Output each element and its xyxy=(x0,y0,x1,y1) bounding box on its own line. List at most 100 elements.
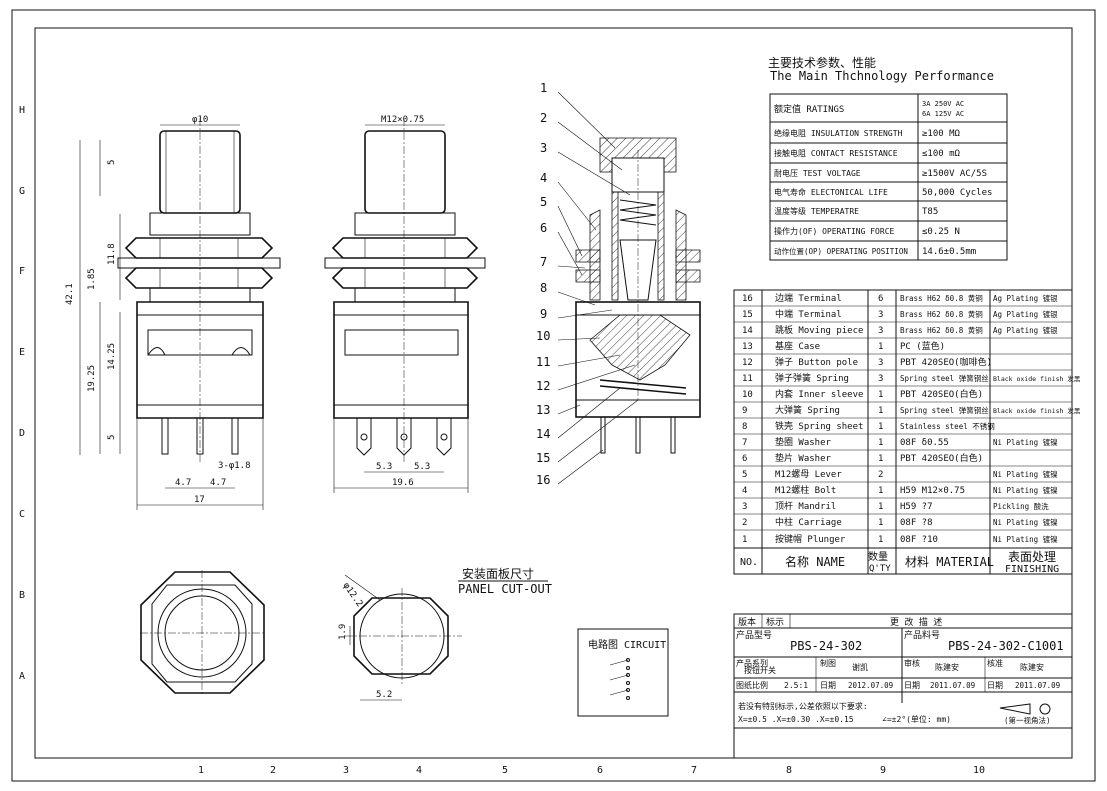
bom-cell: Spring steel 弹簧钢丝 xyxy=(900,405,989,415)
bom-cell: 1 xyxy=(878,502,883,512)
bom-cell: 6 xyxy=(878,294,883,304)
col-mark-1: 1 xyxy=(198,765,204,776)
date-2: 2011.07.09 xyxy=(930,681,975,690)
bom-cell: 铁壳 Spring sheet xyxy=(775,420,863,432)
col-mark-6: 6 xyxy=(597,765,603,776)
bom-cell: 边端 Terminal xyxy=(775,292,842,304)
bom-cell: Pickling 酸洗 xyxy=(993,501,1049,511)
callout-5: 5 xyxy=(540,195,547,209)
scale: 2.5:1 xyxy=(784,681,808,690)
dim-cap-height: 5 xyxy=(107,160,117,165)
bom-cell: 15 xyxy=(742,310,753,320)
bom-cell: 12 xyxy=(742,358,753,368)
bom-cell: 11 xyxy=(742,374,753,384)
dim-body-mid: 14.25 xyxy=(107,343,117,370)
bom-cell: 1 xyxy=(878,535,883,545)
callout-12: 12 xyxy=(536,379,550,393)
row-mark-d: D xyxy=(19,428,25,439)
dim-key-width: 1.9 xyxy=(338,624,348,640)
part-no-label: 产品料号 xyxy=(904,629,940,641)
bom-cell: H59 ?7 xyxy=(900,502,933,512)
date-label-2: 日期 xyxy=(904,681,920,690)
product-model: PBS-24-302 xyxy=(790,639,862,653)
perf-label-force: 操作力(OF) OPERATING FORCE xyxy=(774,226,895,236)
section-view: 1 2 3 4 5 6 7 8 9 10 11 12 13 14 15 16 xyxy=(536,81,701,487)
projection-circle-icon xyxy=(1039,703,1051,715)
rev-label-mark: 标示 xyxy=(766,616,784,628)
bom-cell: 9 xyxy=(742,406,747,416)
bom-cell: 3 xyxy=(742,502,747,512)
col-mark-7: 7 xyxy=(691,765,697,776)
projection: (第一视角法) xyxy=(1004,715,1051,725)
bom-cell: 5 xyxy=(742,470,747,480)
dim-thread: M12×0.75 xyxy=(381,115,424,125)
bom-cell: Ag Plating 镀银 xyxy=(993,309,1058,319)
date-label-1: 日期 xyxy=(820,681,836,690)
dim-pitch-1: 4.7 xyxy=(175,478,191,488)
bom-cell: 1 xyxy=(878,406,883,416)
product-model-label: 产品型号 xyxy=(736,629,772,641)
row-mark-g: G xyxy=(19,186,25,197)
row-mark-f: F xyxy=(19,266,25,277)
bom-row-10: 10 内套 Inner sleeve 1 PBT 420SEO(白色) xyxy=(742,388,983,400)
tolerance: X=±0.5 .X=±0.30 .X=±0.15 xyxy=(738,715,854,724)
dim-pitch-2: 4.7 xyxy=(210,478,226,488)
perf-value-insulation: ≥100 MΩ xyxy=(922,129,961,139)
rev-label-version: 版本 xyxy=(738,616,756,628)
bom-cell: 垫片 Washer xyxy=(775,452,832,464)
date-3: 2011.07.09 xyxy=(1015,681,1060,690)
bom-cell: 顶杆 Mandril xyxy=(775,500,836,512)
dim-side-width: 19.6 xyxy=(392,478,414,488)
row-mark-b: B xyxy=(19,590,25,601)
bom-cell: PBT 420SEO(咖啡色) xyxy=(900,356,992,368)
perf-label-contact: 接触电阻 CONTACT RESISTANCE xyxy=(774,148,898,158)
approve-label: 核准 xyxy=(987,658,1003,668)
bom-row-4: 4 M12螺柱 Bolt 1 H59 M12×0.75 Ni Plating 镀… xyxy=(742,484,1058,496)
tolerance-title: 若没有特别标示,公差依照以下要求: xyxy=(738,701,868,711)
bom-row-1: 1 按键帽 Plunger 1 08F ?10 Ni Plating 镀镍 xyxy=(742,533,1058,545)
callout-6: 6 xyxy=(540,221,547,235)
series: 按钮开关 xyxy=(744,665,776,675)
circuit-title: 电路图 CIRCUIT xyxy=(588,638,666,651)
bom-cell: Ni Plating 镀镍 xyxy=(993,485,1058,495)
bom-cell: Brass H62 δ0.8 黄铜 xyxy=(900,309,983,319)
performance-title-cn: 主要技术参数、性能 xyxy=(768,55,876,70)
perf-label-life: 电气寿命 ELECTONICAL LIFE xyxy=(774,187,888,197)
dim-hole: 3-φ1.8 xyxy=(218,461,251,471)
bom-cell: H59 M12×0.75 xyxy=(900,486,965,496)
bom-row-15: 15 中端 Terminal 3 Brass H62 δ0.8 黄铜 Ag Pl… xyxy=(742,308,1058,320)
bom-cell: 1 xyxy=(878,486,883,496)
bom-header-qty-en: Q'TY xyxy=(869,564,891,574)
bom-cell: 1 xyxy=(878,454,883,464)
projection-cone-icon xyxy=(999,703,1031,715)
bom-cell: 13 xyxy=(742,342,753,352)
bom-cell: 大弹簧 Spring xyxy=(775,404,840,416)
bom-cell: M12螺柱 Bolt xyxy=(775,484,836,496)
perf-value-contact: ≤100 mΩ xyxy=(922,149,961,159)
panel-title-en: PANEL CUT-OUT xyxy=(458,582,552,596)
bom-table: 16 边端 Terminal 6 Brass H62 δ0.8 黄铜 Ag Pl… xyxy=(733,289,1081,575)
bom-row-7: 7 垫圈 Washer 1 08F δ0.55 Ni Plating 镀镍 xyxy=(742,436,1058,448)
dim-side-pitch-1: 5.3 xyxy=(376,462,392,472)
dim-cap-diameter: φ10 xyxy=(192,115,208,125)
bom-row-9: 9 大弹簧 Spring 1 Spring steel 弹簧钢丝 Black o… xyxy=(742,404,1081,416)
col-mark-4: 4 xyxy=(416,765,422,776)
bom-cell: 内套 Inner sleeve xyxy=(775,388,863,400)
bom-cell: 中柱 Carriage xyxy=(775,516,842,528)
bom-cell: 08F δ0.55 xyxy=(900,438,949,448)
bom-header-finish-en: FINISHING xyxy=(1005,564,1059,575)
row-mark-c: C xyxy=(19,509,25,520)
perf-label-position: 动作位置(OP) OPERATING POSITION xyxy=(774,246,908,256)
bom-cell: 1 xyxy=(878,438,883,448)
performance-section: 主要技术参数、性能 The Main Thchnology Performanc… xyxy=(768,55,1008,261)
callout-2: 2 xyxy=(540,111,547,125)
row-mark-e: E xyxy=(19,347,25,358)
part-no: PBS-24-302-C1001 xyxy=(948,639,1064,653)
bom-row-5: 5 M12螺母 Lever 2 Ni Plating 镀镍 xyxy=(742,469,1058,480)
perf-value-voltage: ≥1500V AC/5S xyxy=(922,169,987,179)
perf-label-temp: 温度等级 TEMPERATRE xyxy=(774,206,859,216)
bom-cell: PC (蓝色) xyxy=(900,340,945,352)
performance-title-en: The Main Thchnology Performance xyxy=(770,69,994,83)
callout-7: 7 xyxy=(540,255,547,269)
col-marks: 1 2 3 4 5 6 7 8 9 10 xyxy=(198,765,985,776)
